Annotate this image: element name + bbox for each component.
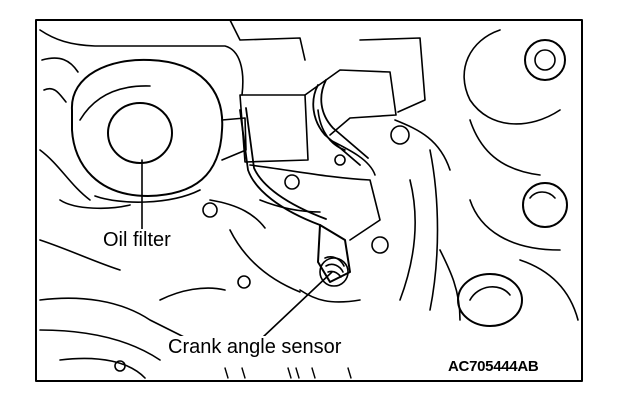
pipe-lines [239, 79, 369, 226]
right-components [439, 29, 579, 327]
crank-sensor-leader-line [261, 271, 333, 339]
figure-reference-code: AC705444AB [446, 358, 541, 375]
oil-filter-drawing [70, 58, 247, 203]
engine-housing [229, 19, 451, 311]
crank-angle-sensor-label: Crank angle sensor [165, 336, 345, 358]
oil-filter-label: Oil filter [100, 229, 174, 251]
engine-block-outline [39, 29, 301, 379]
figure-frame [35, 19, 583, 382]
crank-angle-sensor-drawing [299, 224, 361, 303]
bottom-ticks [224, 367, 352, 379]
